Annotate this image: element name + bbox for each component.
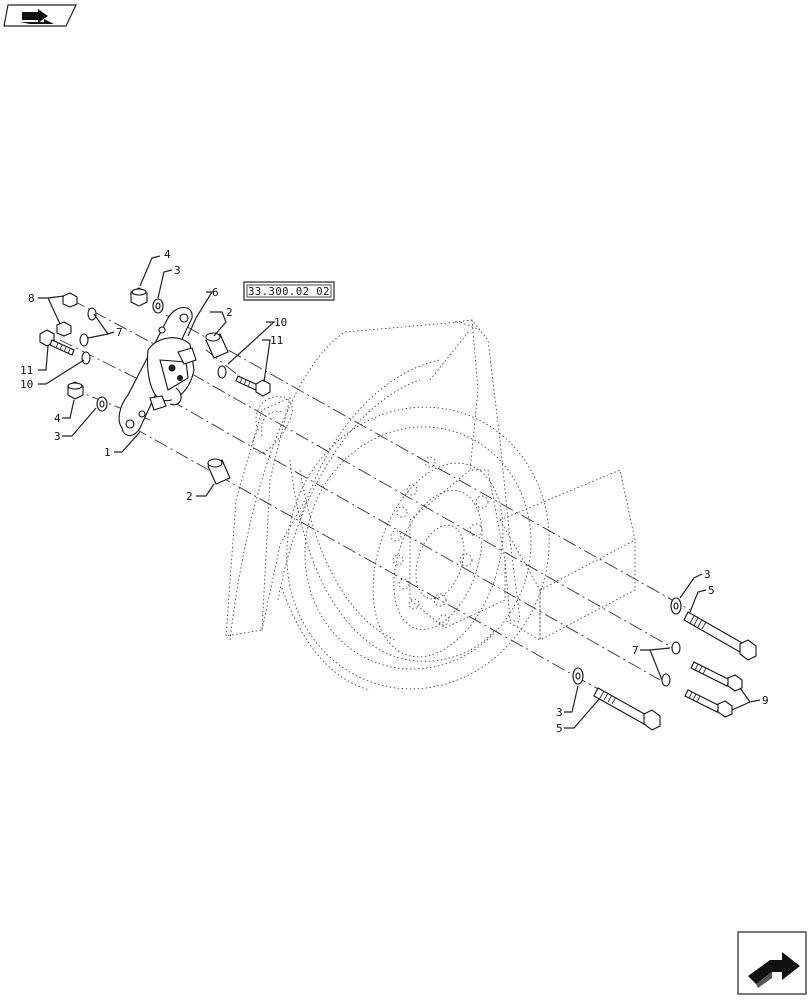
callout-2-upper[interactable]: 2 [226, 306, 233, 319]
part-1-flange-assembly[interactable] [118, 306, 197, 437]
callout-5-bottom[interactable]: 5 [556, 722, 563, 735]
book-arrow-icon[interactable] [3, 4, 77, 27]
callout-7-left[interactable]: 7 [116, 326, 123, 339]
callout-labels: 1 2 2 6 10 11 4 3 8 7 11 10 4 3 3 5 7 9 … [20, 248, 769, 735]
callout-1[interactable]: 1 [104, 446, 111, 459]
callout-5-right[interactable]: 5 [708, 584, 715, 597]
part-10-washer-left[interactable] [81, 351, 91, 365]
callout-4-lower[interactable]: 4 [54, 412, 61, 425]
next-page-arrow-icon[interactable] [737, 931, 807, 995]
callout-4-top[interactable]: 4 [164, 248, 171, 261]
callout-3-bottom[interactable]: 3 [556, 706, 563, 719]
callout-10-left[interactable]: 10 [20, 378, 33, 391]
callout-11-right[interactable]: 11 [270, 334, 283, 347]
callout-3-top[interactable]: 3 [174, 264, 181, 277]
part-4-nut-top[interactable] [130, 287, 148, 307]
callout-11-left[interactable]: 11 [20, 364, 33, 377]
callout-8[interactable]: 8 [28, 292, 35, 305]
part-2-spacer-top[interactable] [205, 332, 229, 359]
part-9-bolt-right-a[interactable] [690, 661, 743, 692]
part-5-bolt-right-top[interactable] [683, 611, 757, 661]
callout-9[interactable]: 9 [762, 694, 769, 707]
part-7-washer-left[interactable] [79, 307, 97, 347]
reference-box[interactable]: 33.300.02 02 [243, 281, 335, 301]
part-4-nut-lower[interactable] [67, 381, 84, 400]
part-11-bolt-right[interactable] [235, 375, 271, 397]
callout-leaders [38, 255, 761, 729]
part-3-washer-bottom[interactable] [572, 667, 584, 685]
callout-10-right[interactable]: 10 [274, 316, 287, 329]
center-lines [59, 299, 691, 691]
part-7-washer-right[interactable] [661, 641, 681, 687]
part-11-bolt-left[interactable] [39, 329, 75, 356]
part-2-spacer-lower[interactable] [207, 458, 231, 485]
part-5-bolt-bottom[interactable] [593, 687, 661, 731]
wheel-housing [225, 319, 636, 691]
callout-3-lower[interactable]: 3 [54, 430, 61, 443]
part-3-washer-top[interactable] [152, 298, 164, 314]
part-10-washer-right[interactable] [217, 365, 227, 379]
part-3-washer-lower[interactable] [96, 396, 108, 412]
callout-2-lower[interactable]: 2 [186, 490, 193, 503]
callout-6[interactable]: 6 [212, 286, 219, 299]
callout-7-right[interactable]: 7 [632, 644, 639, 657]
part-3-washer-right-top[interactable] [670, 597, 682, 615]
part-8-nut[interactable] [56, 292, 78, 337]
callout-3-right[interactable]: 3 [704, 568, 711, 581]
part-9-bolt-right-b[interactable] [684, 689, 733, 718]
reference-label: 33.300.02 02 [248, 286, 330, 298]
